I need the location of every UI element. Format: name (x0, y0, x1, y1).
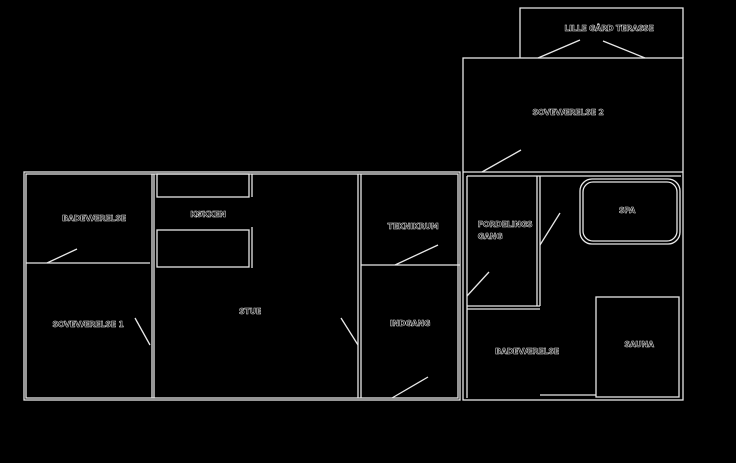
room-label-indgang: INDGANG (390, 319, 430, 328)
room-label-badevaerelse-2: BADEVÆRELSE (495, 347, 559, 356)
room-labels: BADEVÆRELSE KØKKEN SOVEVÆRELSE 1 STUE TE… (52, 23, 655, 357)
room-label-teknikrum: TEKNIKRUM (388, 222, 439, 231)
room-label-stue: STUE (239, 307, 261, 316)
room-label-sovevaerelse-2: SOVEVÆRELSE 2 (532, 108, 603, 117)
room-label-sauna: SAUNA (624, 340, 655, 349)
room-label-fordelingsgang-2: GANG (478, 232, 503, 241)
walls (23, 7, 684, 401)
room-label-koekken: KØKKEN (190, 209, 226, 219)
room-label-lille-gaard-terasse: LILLE GÅRD TERASSE (564, 23, 653, 33)
room-label-badevaerelse-1: BADEVÆRELSE (62, 214, 126, 223)
room-label-sovevaerelse-1: SOVEVÆRELSE 1 (52, 320, 124, 329)
room-label-spa: SPA (619, 206, 636, 215)
room-label-fordelingsgang-1: FORDELINGS (478, 220, 533, 229)
doors (46, 39, 646, 399)
